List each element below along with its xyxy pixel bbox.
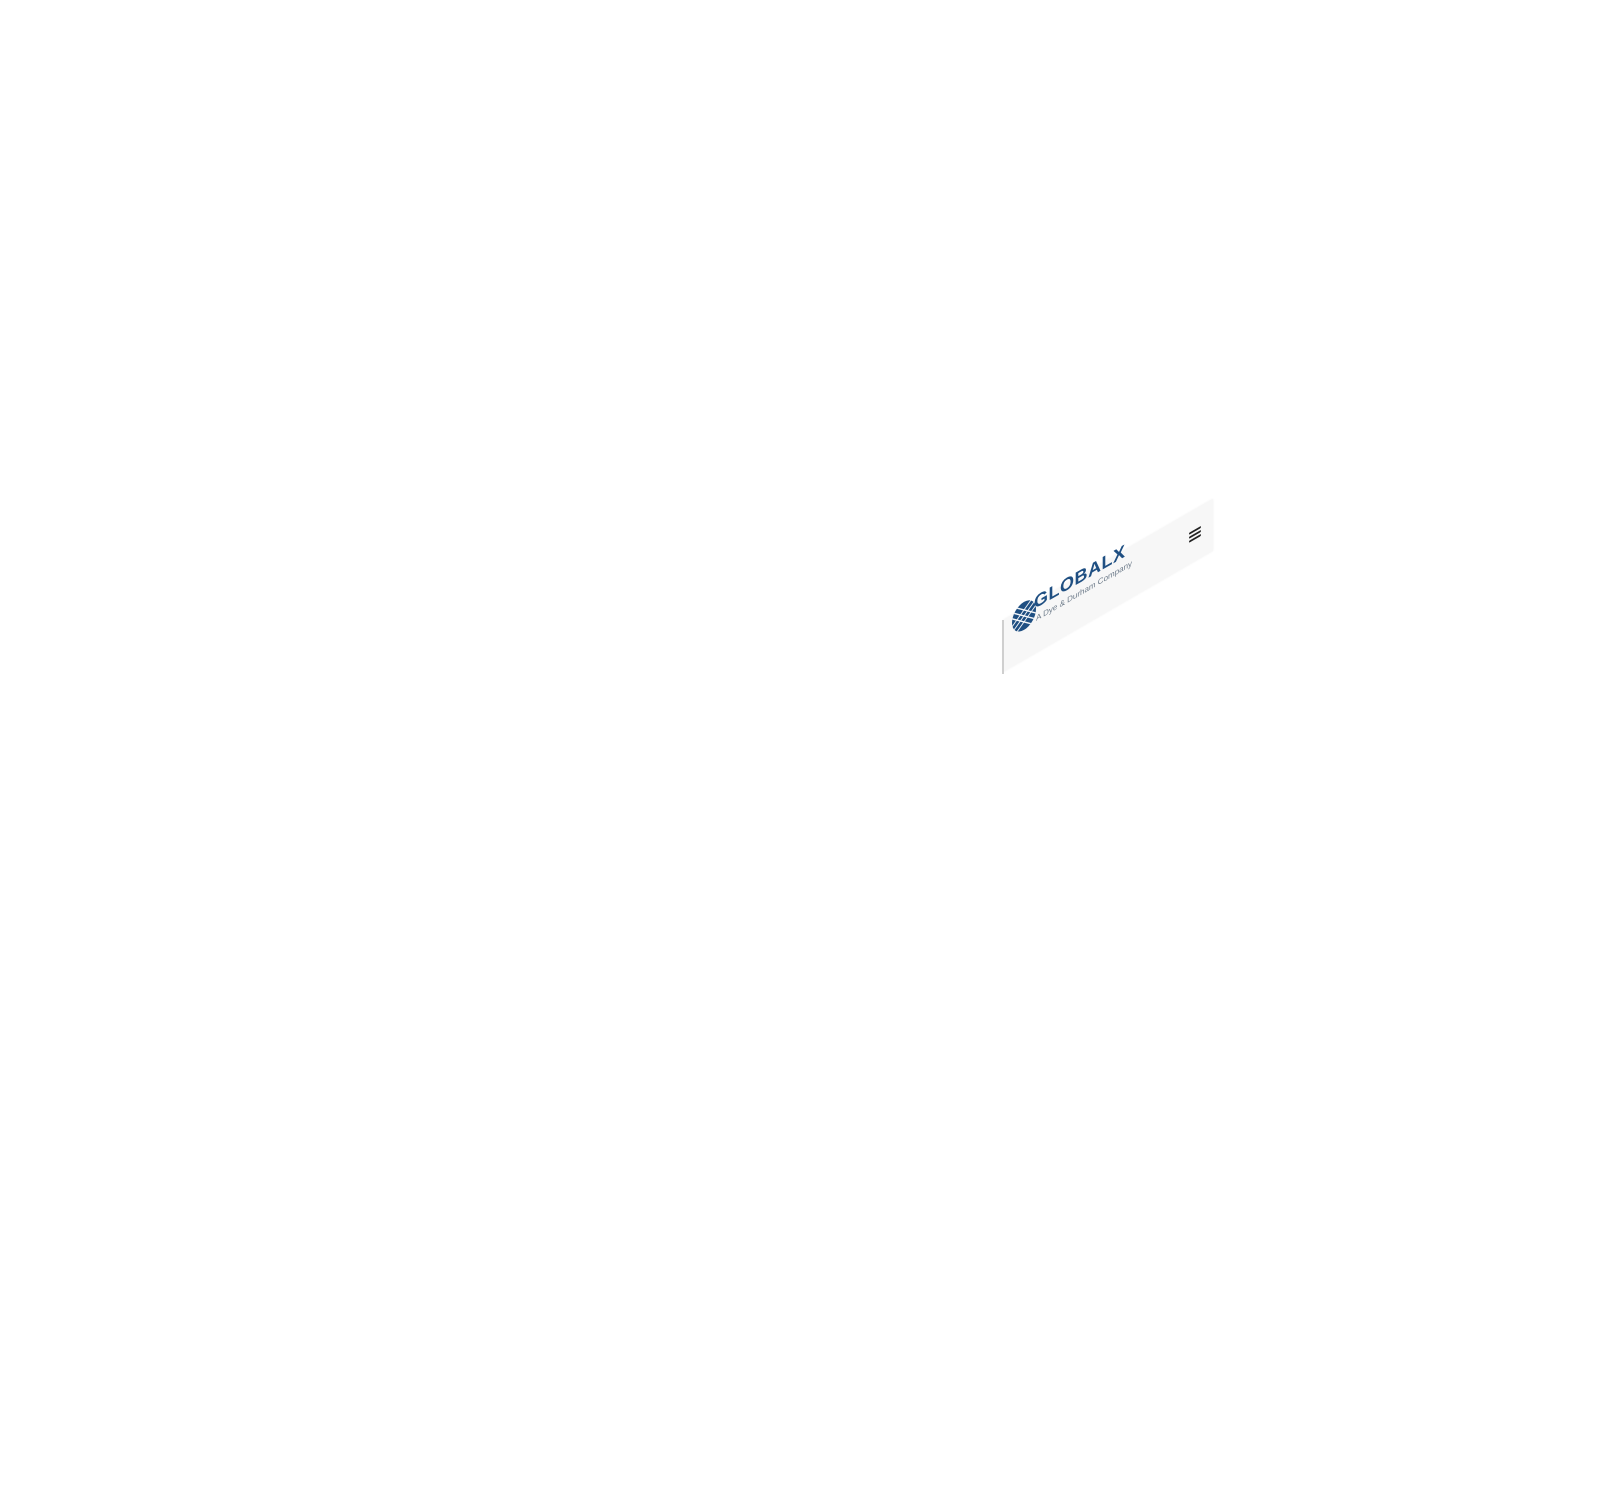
globalx-logo-link[interactable]: GLOBALX A Dye & Durham Company	[1010, 529, 1132, 658]
globe-icon	[1012, 594, 1036, 637]
header-left-edge	[1002, 620, 1004, 674]
